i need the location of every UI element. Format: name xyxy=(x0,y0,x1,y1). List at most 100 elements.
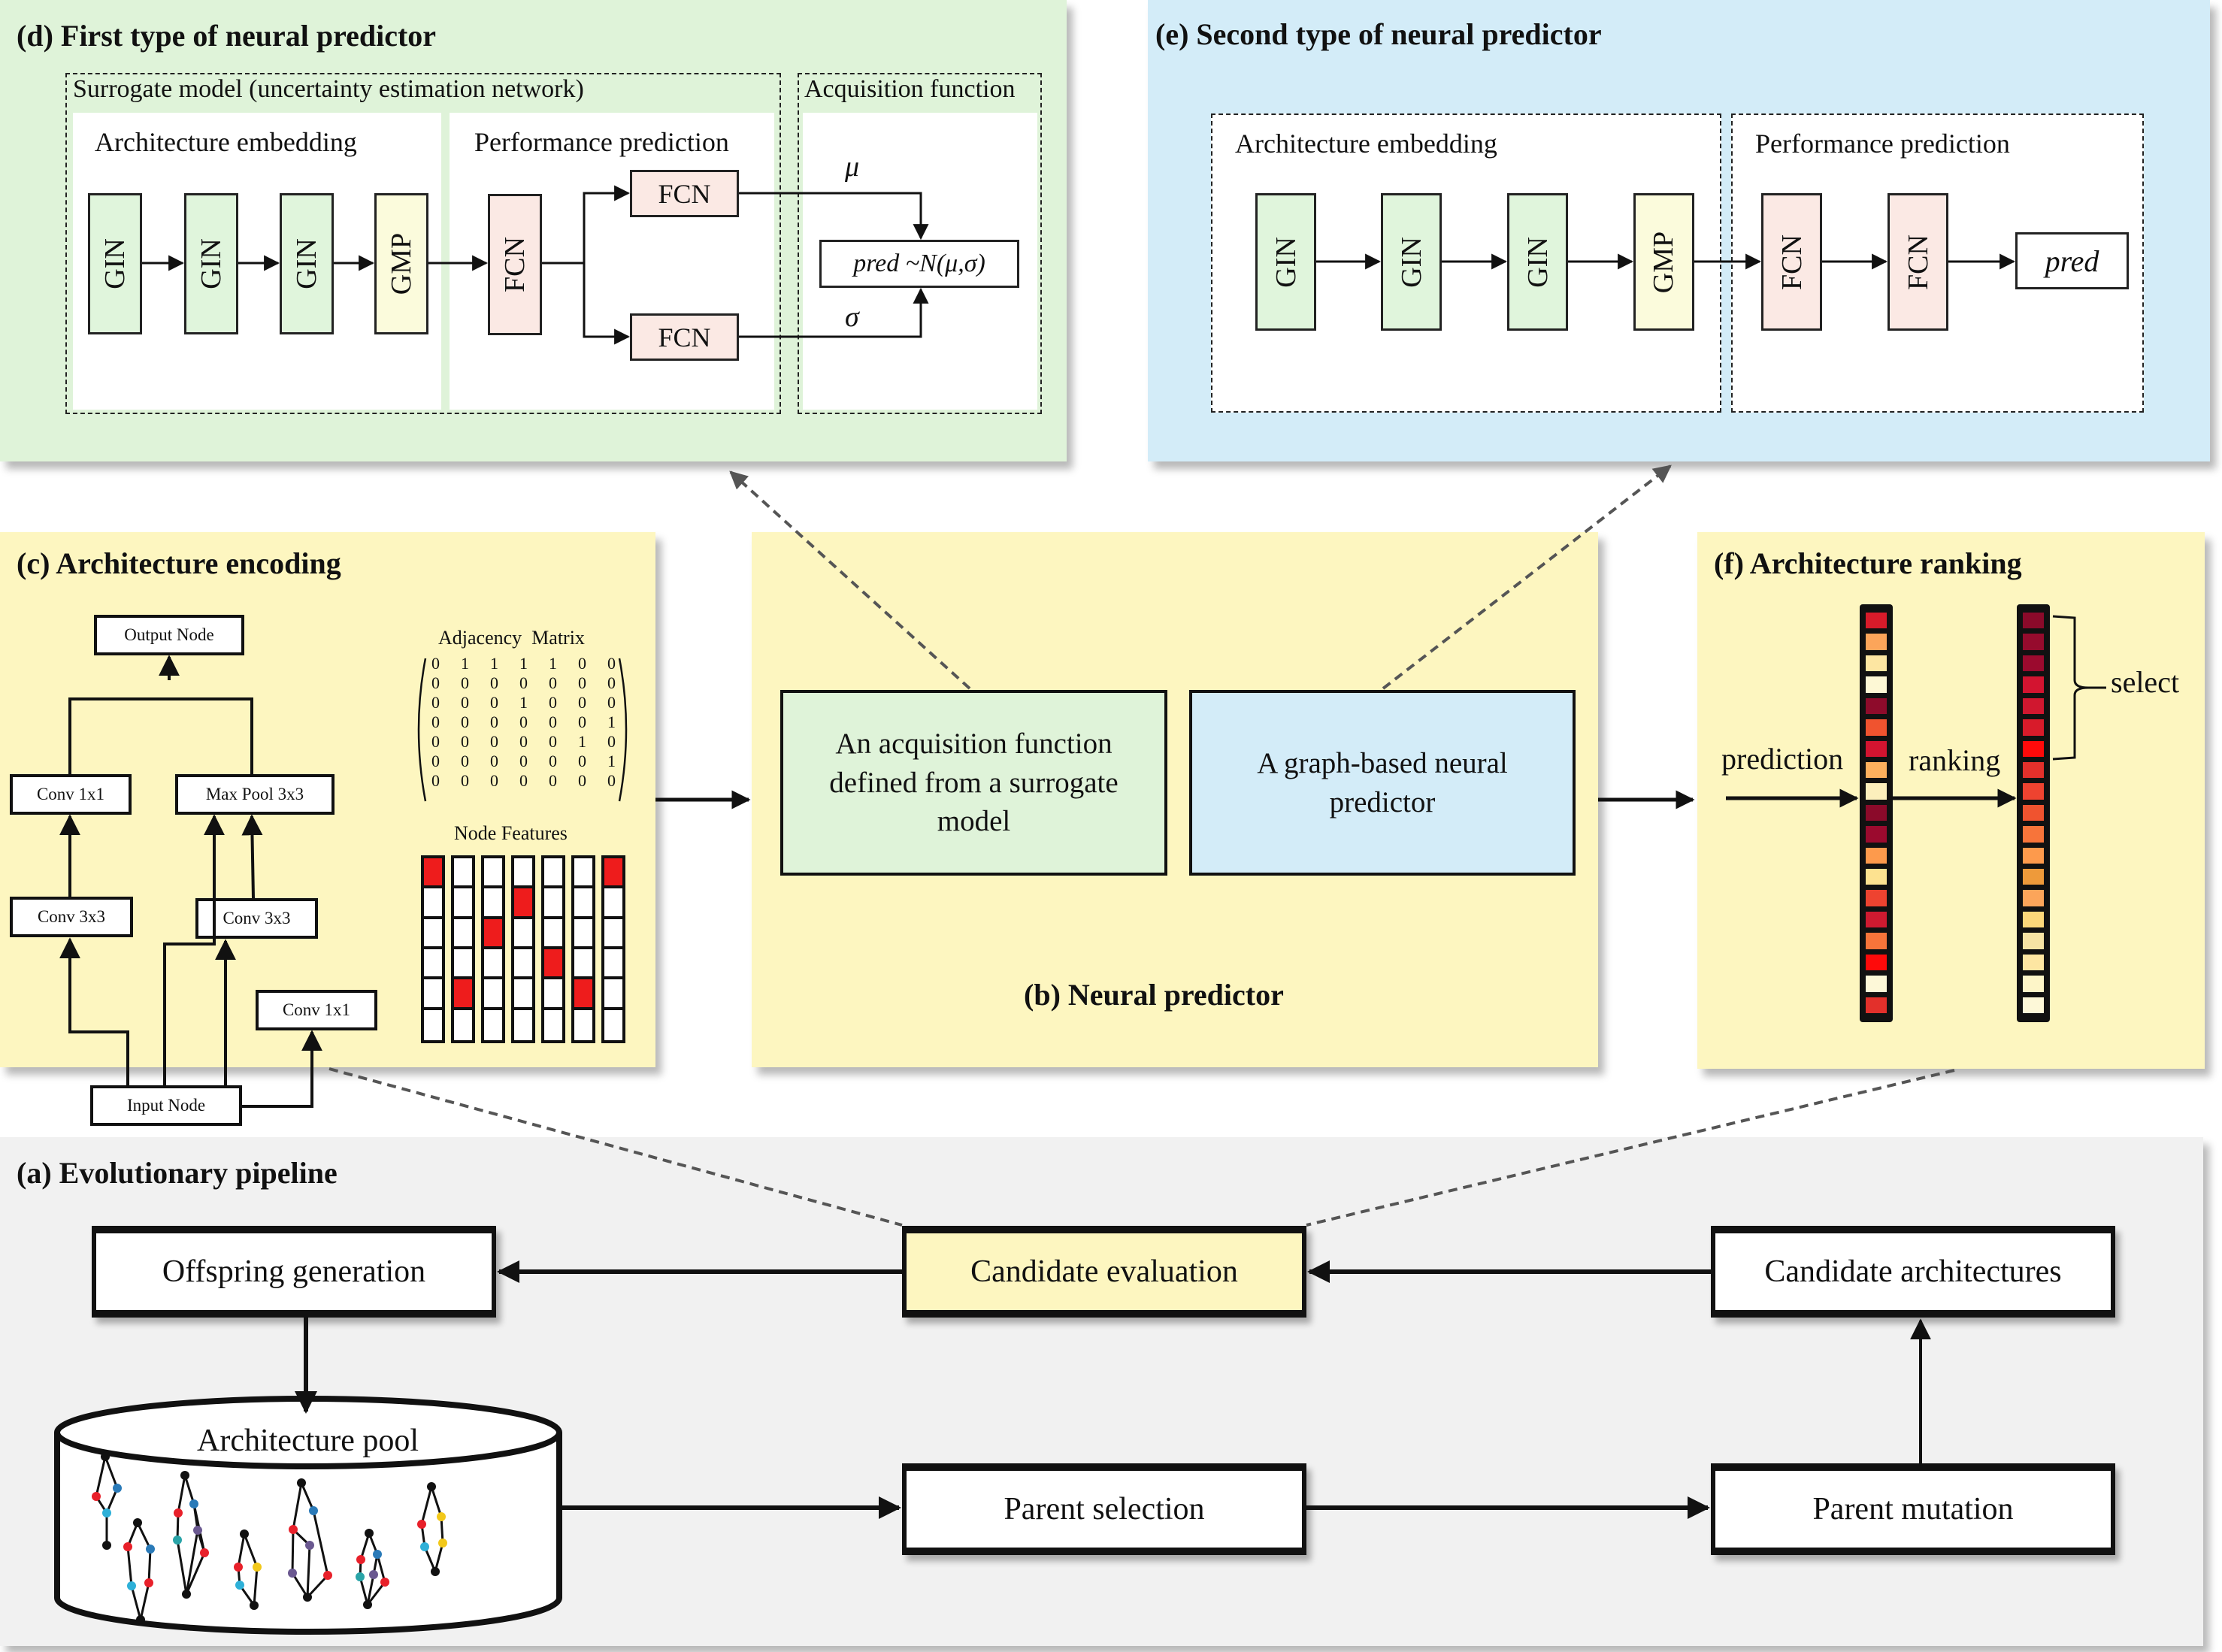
node-feature-column xyxy=(421,855,445,1043)
graph-node xyxy=(323,1571,332,1580)
adjacency-cell: 0 xyxy=(431,693,440,712)
graph-node xyxy=(102,1508,111,1517)
node-feature-cell xyxy=(424,918,442,949)
node-feature-cell-active xyxy=(574,979,592,1010)
adjacency-cell: 0 xyxy=(519,673,528,692)
graph-node xyxy=(253,1563,262,1572)
adjacency-cell: 0 xyxy=(461,673,469,692)
adjacency-cell: 0 xyxy=(490,771,498,790)
graph-node xyxy=(356,1555,365,1564)
node-feature-cell xyxy=(514,858,532,889)
graph-edge xyxy=(306,1574,329,1599)
node-feature-cell xyxy=(574,949,592,980)
graph-edge xyxy=(139,1582,150,1620)
graph-edge xyxy=(147,1548,152,1584)
embedding-label: Architecture embedding xyxy=(95,127,357,157)
graph-node xyxy=(420,1542,429,1551)
fcn-block: FCN xyxy=(1761,193,1822,331)
adjacency-cell: 0 xyxy=(519,752,528,770)
adjacency-cell: 1 xyxy=(607,752,616,770)
adjacency-cell: 0 xyxy=(461,732,469,751)
mu-label: μ xyxy=(845,151,860,183)
conv3x3-node: Conv 3x3 xyxy=(10,897,133,937)
node-feature-column xyxy=(601,855,625,1043)
adjacency-cell: 0 xyxy=(490,693,498,712)
panel-b-title: (b) Neural predictor xyxy=(1024,978,1284,1012)
node-features-title: Node Features xyxy=(454,822,568,844)
input-node: Input Node xyxy=(90,1085,242,1126)
graph-node xyxy=(133,1518,142,1527)
graph-node xyxy=(250,1601,259,1610)
node-feature-cell xyxy=(604,949,622,980)
node-feature-cell xyxy=(544,888,562,919)
node-feature-column xyxy=(511,855,535,1043)
architecture-graph xyxy=(92,1452,122,1550)
adjacency-cell: 1 xyxy=(490,654,498,673)
graph-edge xyxy=(105,1487,119,1514)
node-feature-cell xyxy=(484,858,502,889)
node-feature-cell xyxy=(454,858,472,889)
graph-edge xyxy=(237,1533,246,1568)
graph-edge xyxy=(176,1512,180,1541)
architecture-score-cell xyxy=(1866,655,1887,672)
adjacency-cell: 1 xyxy=(519,654,528,673)
architecture-score-cell xyxy=(1866,826,1887,843)
graph-node xyxy=(173,1536,182,1545)
graph-edge xyxy=(366,1581,386,1605)
adjacency-cell: 0 xyxy=(549,693,557,712)
graph-edge xyxy=(434,1542,444,1572)
architecture-score-cell xyxy=(2023,783,2044,800)
gin-block: GIN xyxy=(184,193,238,334)
gmp-block: GMP xyxy=(374,193,428,334)
conv1x1-node: Conv 1x1 xyxy=(256,990,377,1030)
graph-node xyxy=(189,1499,198,1508)
graph-node xyxy=(305,1541,314,1550)
node-feature-cell xyxy=(484,888,502,919)
panel-neural-predictor: An acquisition function defined from a s… xyxy=(752,532,1598,1067)
architecture-graph xyxy=(417,1482,447,1576)
graph-edge xyxy=(243,1533,259,1568)
graph-edge xyxy=(420,1523,426,1548)
architecture-score-cell xyxy=(2023,613,2044,629)
graph-edge xyxy=(238,1584,256,1606)
graph-edge xyxy=(423,1546,437,1572)
architecture-score-cell xyxy=(2023,740,2044,757)
architecture-score-cell xyxy=(2023,976,2044,992)
fcn-mu-block: FCN xyxy=(630,170,739,217)
graph-node xyxy=(92,1492,101,1501)
panel-f-title: (f) Architecture ranking xyxy=(1714,546,2022,580)
adjacency-cell: 0 xyxy=(431,752,440,770)
adjacency-cell: 0 xyxy=(461,771,469,790)
adjacency-cell: 0 xyxy=(607,673,616,692)
graph-node xyxy=(417,1520,426,1529)
adjacency-cell: 0 xyxy=(607,693,616,712)
fcn-block: FCN xyxy=(1887,193,1948,331)
architecture-score-cell xyxy=(1866,954,1887,971)
graph-edge xyxy=(368,1532,379,1555)
architecture-graph xyxy=(173,1471,209,1599)
node-feature-cell xyxy=(514,1009,532,1040)
fcn-block: FCN xyxy=(488,194,542,335)
select-label: select xyxy=(2111,665,2180,699)
gin-block: GIN xyxy=(1507,193,1568,331)
fcn-sigma-block: FCN xyxy=(630,313,739,361)
adjacency-cell: 0 xyxy=(431,732,440,751)
adjacency-cell: 0 xyxy=(431,673,440,692)
architecture-score-cell xyxy=(1866,997,1887,1013)
graph-node xyxy=(309,1506,318,1515)
node-feature-cell xyxy=(544,979,562,1010)
graph-edge xyxy=(372,1554,379,1575)
architecture-pool-cylinder xyxy=(54,1396,562,1635)
graph-node xyxy=(102,1541,111,1550)
architecture-score-cell xyxy=(1866,890,1887,906)
maxpool-node: Max Pool 3x3 xyxy=(175,774,335,815)
node-feature-cell xyxy=(454,949,472,980)
panel-architecture-encoding: (c) Architecture encoding Output Node Co… xyxy=(0,532,655,1126)
ranking-bar xyxy=(2017,604,2050,1022)
adjacency-cell: 0 xyxy=(519,732,528,751)
adjacency-cell: 1 xyxy=(519,693,528,712)
